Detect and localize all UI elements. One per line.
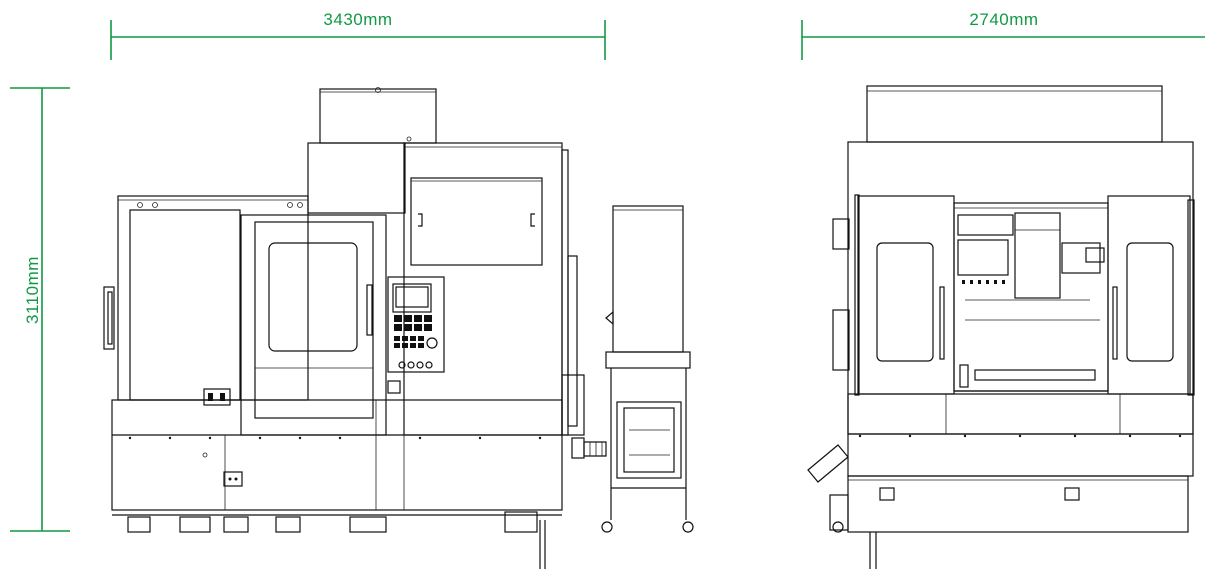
side-base-bolt-row [858,434,1182,438]
side-view-machine [807,85,1195,569]
front-width-label: 3430mm [323,10,392,29]
control-panel-keypad [394,315,438,369]
spindle-rail-dots [962,280,1005,284]
dimension-height: 3110mm [10,87,70,532]
front-view-machine [103,87,694,569]
dimension-front-width: 3430mm [110,10,606,60]
side-width-label: 2740mm [969,10,1038,29]
base-bolt-row [128,436,542,440]
height-label: 3110mm [23,256,42,324]
dimension-side-width: 2740mm [801,10,1205,60]
